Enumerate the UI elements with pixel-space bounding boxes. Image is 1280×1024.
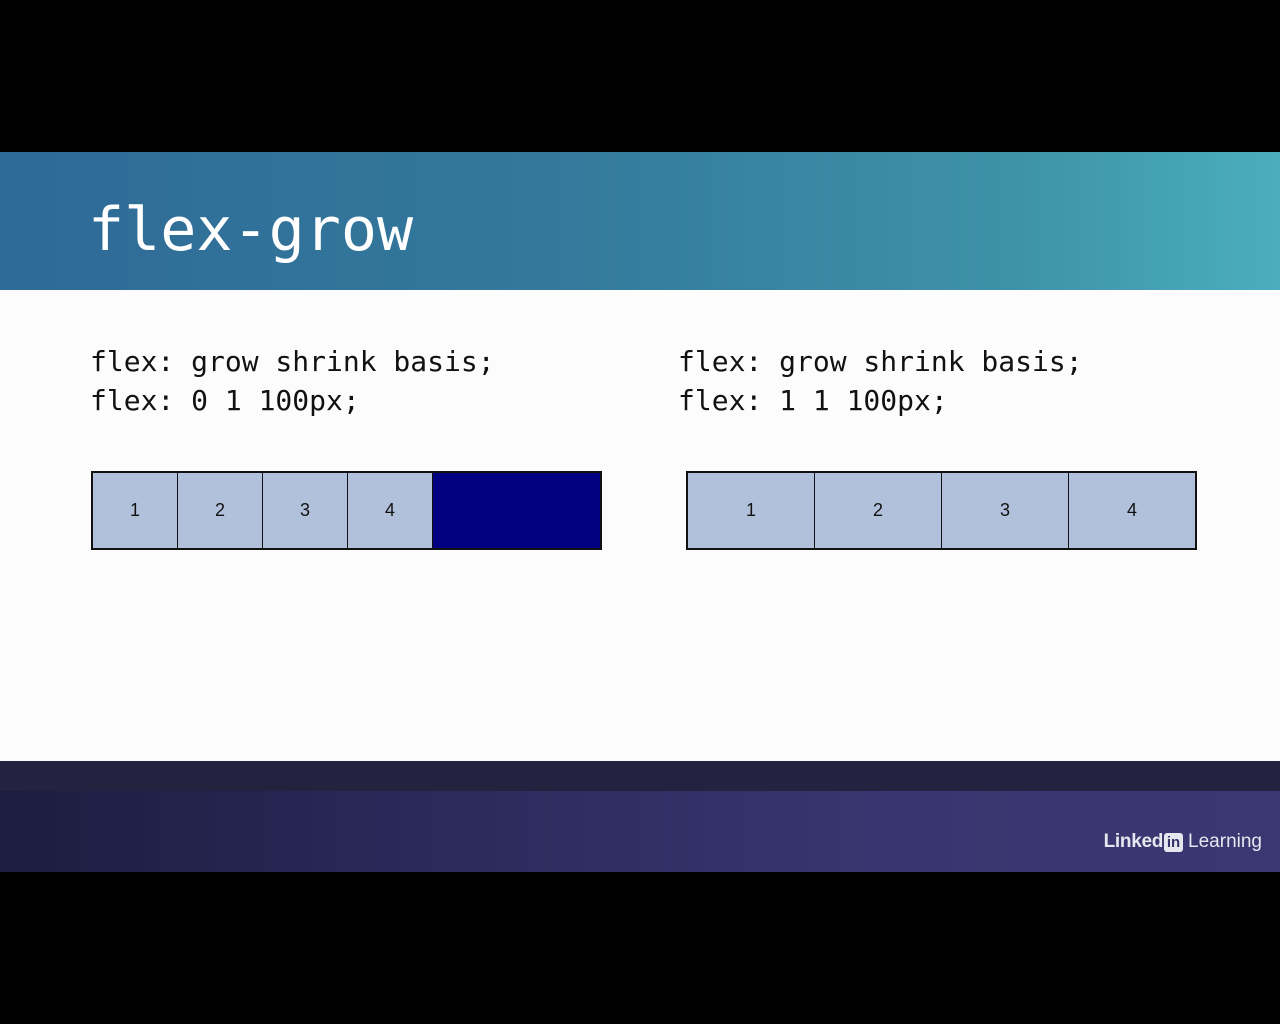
flex-item: 4 — [348, 473, 433, 548]
flex-item: 2 — [178, 473, 263, 548]
linkedin-learning-logo: Linked in Learning — [1104, 831, 1262, 853]
code-block-left: flex: grow shrink basis; flex: 0 1 100px… — [90, 342, 495, 420]
footer-divider-band — [0, 761, 1280, 791]
code-line: flex: grow shrink basis; — [90, 345, 495, 378]
flex-item: 3 — [263, 473, 348, 548]
slide: flex-grow flex: grow shrink basis; flex:… — [0, 152, 1280, 872]
flex-item: 2 — [815, 473, 942, 548]
flex-container-grow: 1 2 3 4 — [686, 471, 1197, 550]
brand-learning-text: Learning — [1188, 831, 1262, 852]
flex-item: 3 — [942, 473, 1069, 548]
title-bar: flex-grow — [0, 152, 1280, 290]
flex-item: 4 — [1069, 473, 1195, 548]
code-line: flex: 1 1 100px; — [678, 384, 948, 417]
flex-item: 1 — [688, 473, 815, 548]
code-block-right: flex: grow shrink basis; flex: 1 1 100px… — [678, 342, 1083, 420]
slide-title: flex-grow — [88, 195, 414, 265]
footer-bar: Linked in Learning — [0, 791, 1280, 872]
brand-linked-text: Linked — [1103, 831, 1164, 852]
flex-item: 1 — [93, 473, 178, 548]
linkedin-in-icon: in — [1164, 832, 1184, 852]
free-space — [433, 473, 600, 548]
code-line: flex: 0 1 100px; — [90, 384, 360, 417]
flex-container-no-grow: 1 2 3 4 — [91, 471, 602, 550]
code-line: flex: grow shrink basis; — [678, 345, 1083, 378]
